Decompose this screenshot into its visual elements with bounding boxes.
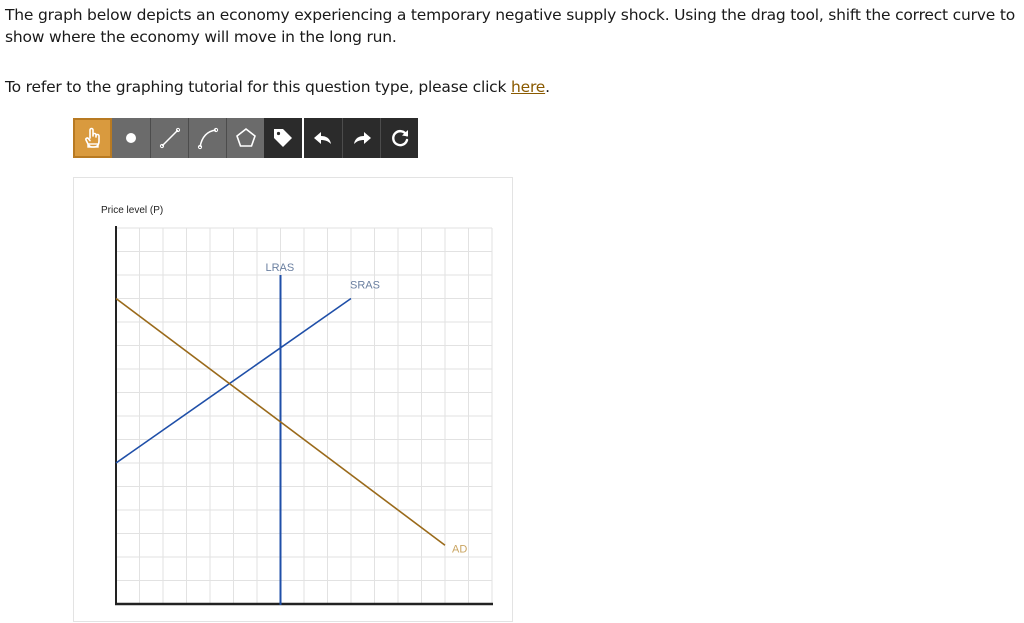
line-tool-button[interactable] [150, 118, 188, 158]
pentagon-icon [235, 127, 256, 147]
reset-button[interactable] [380, 118, 418, 158]
sras-label: SRAS [350, 280, 380, 292]
tag-icon [274, 129, 292, 147]
line-icon [159, 127, 180, 149]
y-axis-label: Price level (P) [101, 205, 164, 216]
redo-arrow-icon [353, 132, 371, 144]
label-tool-button[interactable] [264, 118, 302, 158]
graph-plot[interactable]: LRAS SRAS AD [74, 178, 514, 623]
reset-icon [391, 130, 408, 147]
tutorial-link[interactable]: here [511, 78, 546, 96]
hand-pointer-icon [84, 127, 100, 148]
sras-curve[interactable] [115, 297, 352, 464]
question-text: The graph below depicts an economy exper… [5, 6, 1015, 46]
dot-icon [126, 133, 136, 143]
undo-button[interactable] [304, 118, 342, 158]
axes [115, 226, 493, 606]
ad-curve[interactable] [115, 297, 446, 546]
redo-button[interactable] [342, 118, 380, 158]
ad-label: AD [452, 543, 467, 555]
lras-label: LRAS [266, 262, 295, 274]
curve-tool-button[interactable] [188, 118, 226, 158]
graph-toolbar [73, 118, 418, 158]
graph-panel: Price level (P) LRAS SRAS AD [73, 177, 513, 622]
tutorial-suffix: . [545, 78, 550, 96]
undo-arrow-icon [314, 132, 331, 144]
polygon-tool-button[interactable] [226, 118, 264, 158]
curve-icon [197, 127, 218, 150]
grid-lines [116, 227, 493, 604]
tutorial-prefix: To refer to the graphing tutorial for th… [5, 78, 511, 96]
drag-tool-button[interactable] [73, 118, 112, 158]
tutorial-line: To refer to the graphing tutorial for th… [5, 76, 550, 98]
point-tool-button[interactable] [112, 118, 150, 158]
